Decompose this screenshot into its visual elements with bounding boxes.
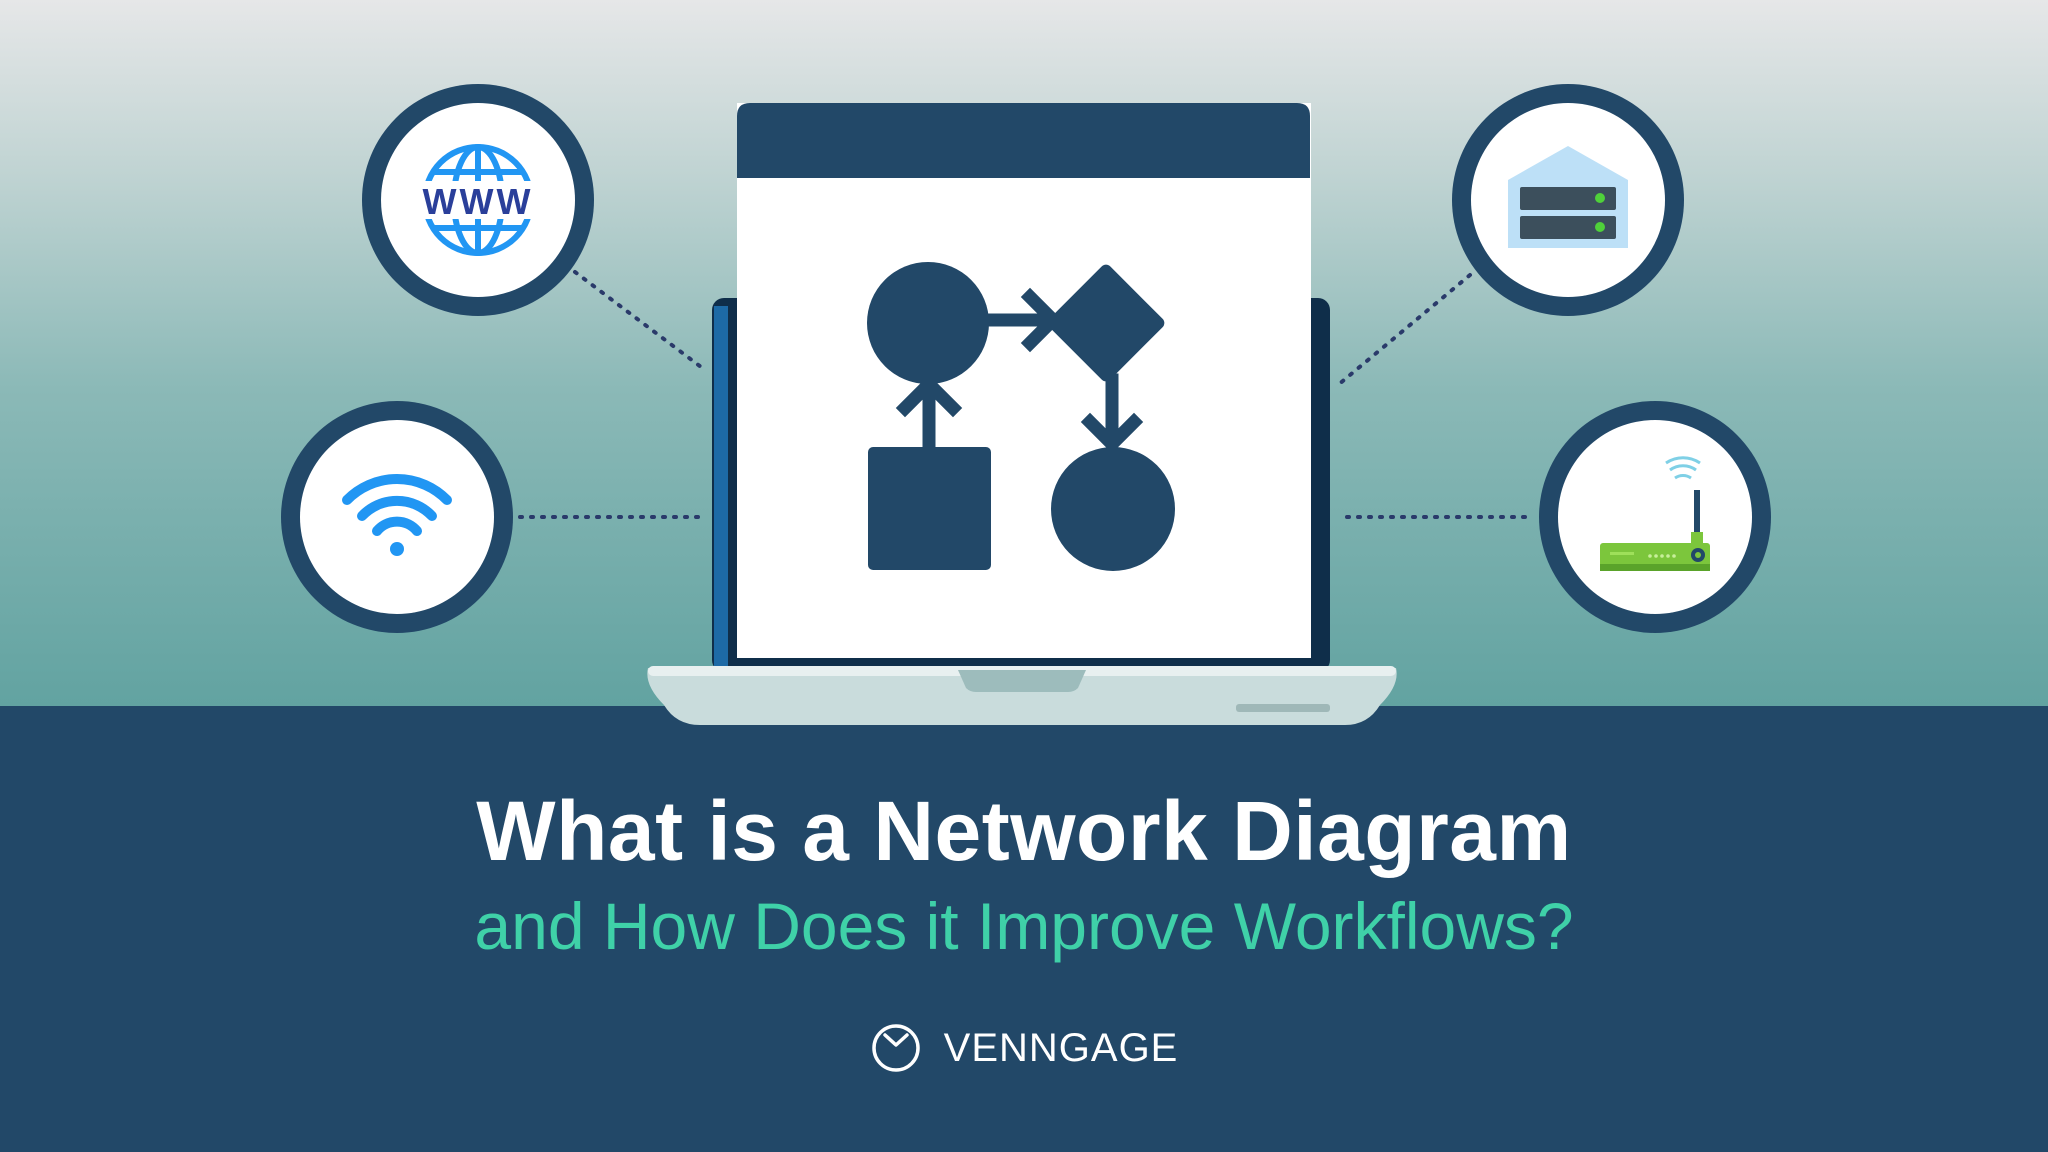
connector-www [573, 270, 707, 372]
flow-arrows [895, 287, 1144, 454]
title-band [0, 706, 2048, 1152]
connector-server [1336, 273, 1472, 387]
router-icon [1600, 456, 1710, 571]
router-badge [1539, 401, 1771, 633]
laptop-lid-edge [714, 306, 728, 668]
wifi-badge [281, 401, 513, 633]
laptop-base [647, 668, 1397, 725]
flow-circle-start [867, 262, 989, 384]
wifi-icon [342, 473, 452, 536]
server-icon [1508, 146, 1628, 248]
flow-diamond [1047, 264, 1165, 382]
www-label: WWW [423, 181, 534, 222]
page-subtitle: and How Does it Improve Workflows? [474, 889, 1574, 963]
window-titlebar [737, 103, 1310, 178]
brand-logo: VENNGAGE [0, 1022, 2048, 1074]
browser-window [737, 103, 1311, 658]
venngage-logo-icon [871, 1024, 920, 1072]
connector-lines [518, 270, 1527, 519]
window-body [737, 103, 1311, 658]
www-badge: WWW [362, 84, 594, 316]
flow-circle-end [1051, 447, 1175, 571]
flowchart-diagram [867, 262, 1175, 571]
flow-square [868, 447, 991, 570]
laptop-notch [958, 670, 1086, 692]
laptop-vent [1236, 704, 1330, 712]
page-title: What is a Network Diagram [476, 784, 1572, 878]
server-badge [1452, 84, 1684, 316]
brand-name: VENNGAGE [943, 1025, 1179, 1070]
